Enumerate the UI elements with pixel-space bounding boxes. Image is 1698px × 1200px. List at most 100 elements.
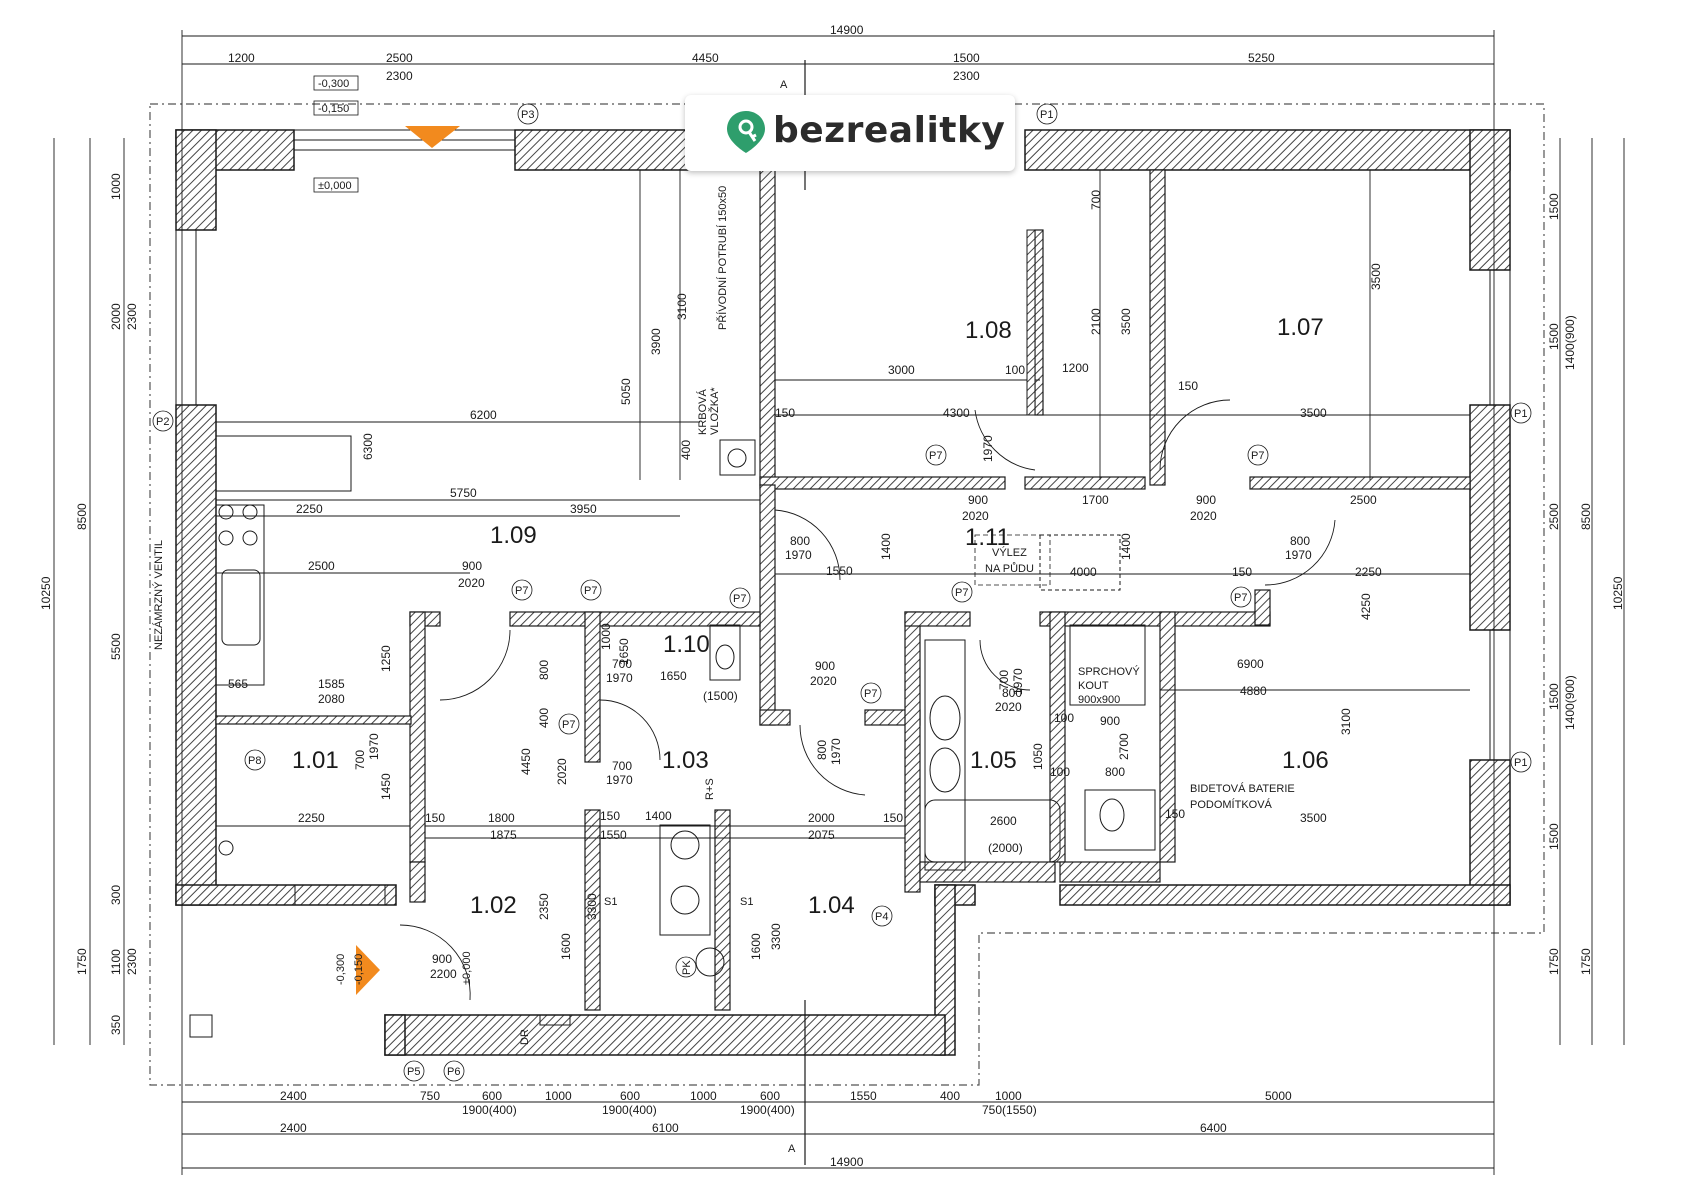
tag-s1b: S1 (740, 896, 753, 908)
tag-p7a: P7 (515, 585, 528, 597)
tag-p7c: P7 (733, 593, 746, 605)
room-1-06: 1.06 (1282, 747, 1329, 774)
dim-100a: 100 (1005, 363, 1025, 377)
dim-800c: 800 (537, 660, 551, 680)
dim-1200: 1200 (1062, 361, 1089, 375)
dim-4250: 4250 (1359, 593, 1373, 620)
windows (175, 129, 1511, 906)
level-top-3: ±0,000 (318, 180, 352, 192)
dimension-labels: 14900 1200 2500 2300 4450 1500 2300 5250… (39, 23, 1625, 1169)
dimension-lines (53, 30, 1625, 1175)
dim-1550: 1550 (826, 564, 853, 578)
label-dr: DR (519, 1029, 531, 1045)
dim-2350: 2350 (537, 893, 551, 920)
brand-name: bezrealitky (773, 110, 1006, 151)
dim-1800: 1800 (488, 811, 515, 825)
dim-700b: 700 (353, 750, 367, 770)
dim-565: 565 (228, 677, 248, 691)
tag-p8: P8 (248, 755, 261, 767)
room-1-04: 1.04 (808, 892, 855, 919)
label-bidet-1: BIDETOVÁ BATERIE (1190, 782, 1295, 795)
room-1-03: 1.03 (662, 747, 709, 774)
dim-right-1500a: 1500 (1547, 193, 1561, 220)
room-1-10: 1.10 (663, 631, 710, 658)
room-1-07: 1.07 (1277, 314, 1324, 341)
dim-right-1500c: 1500 (1547, 683, 1561, 710)
tag-p7i: P7 (562, 719, 575, 731)
level-top-1: -0,300 (318, 78, 349, 90)
tag-p6: P6 (447, 1066, 460, 1078)
dim-left-1100: 1100 (109, 949, 123, 975)
dim-1970h: 1970 (1011, 668, 1025, 695)
dim-2020f: 2020 (995, 700, 1022, 714)
dim-150g: 150 (883, 811, 903, 825)
dim-top-2300a: 2300 (386, 69, 413, 83)
dim-2500: 2500 (308, 559, 335, 573)
dim-3500b: 3500 (1369, 263, 1383, 290)
dim-150b: 150 (1178, 379, 1198, 393)
label-shower-3: 900x900 (1078, 694, 1120, 706)
dim-800d: 800 (815, 740, 829, 760)
dim-2020e: 2020 (810, 674, 837, 688)
dim-6900: 6900 (1237, 657, 1264, 671)
level-labels: -0,300 -0,150 ±0,000 -0,300 -0,150 ±0,00… (313, 75, 473, 985)
position-tag-labels: P1 P1 P1 P2 P3 P4 P5 P6 P8 P7 P7 P7 P7 P… (156, 109, 1527, 1078)
dim-1970a: 1970 (981, 435, 995, 462)
dim-top-1200: 1200 (228, 51, 255, 65)
tag-p7g: P7 (1234, 592, 1247, 604)
dim-1970c: 1970 (1285, 548, 1312, 562)
level-top-2: -0,150 (318, 103, 349, 115)
map-pin-key-icon (727, 111, 765, 153)
dim-1875: 1875 (490, 828, 517, 842)
dim-900b: 900 (968, 493, 988, 507)
dim-5750: 5750 (450, 486, 477, 500)
dim-3950: 3950 (570, 502, 597, 516)
dim-2020b: 2020 (962, 509, 989, 523)
dim-bot-1000b: 1000 (690, 1089, 717, 1103)
dim-1500-paren: (1500) (703, 689, 738, 703)
dim-2200: 2200 (430, 967, 457, 981)
dim-right-10250: 10250 (1611, 576, 1625, 610)
dim-900a: 900 (462, 559, 482, 573)
dim-700a: 700 (1089, 190, 1103, 210)
room-1-05: 1.05 (970, 747, 1017, 774)
dim-3500d: 3500 (1300, 811, 1327, 825)
dim-2020c: 2020 (1190, 509, 1217, 523)
tag-p1a: P1 (1514, 408, 1527, 420)
dim-1550b: 1550 (600, 828, 627, 842)
dim-bot-5000: 5000 (1265, 1089, 1292, 1103)
dim-2250b: 2250 (1355, 565, 1382, 579)
dim-bot-1900b: 1900(400) (602, 1103, 657, 1117)
label-attic-2: NA PŮDU (985, 562, 1034, 575)
dim-150f: 150 (600, 809, 620, 823)
tag-p5: P5 (407, 1066, 420, 1078)
tag-p1b: P1 (1514, 757, 1527, 769)
dim-1970e: 1970 (606, 773, 633, 787)
section-label-bottom: A (788, 1143, 796, 1155)
dim-left-2000: 2000 (109, 303, 123, 330)
dim-1650b: 1650 (617, 638, 631, 665)
dim-bot-1000c: 1000 (995, 1089, 1022, 1103)
level-marker-top (405, 126, 460, 148)
room-1-11: 1.11 (965, 524, 1010, 551)
dim-right-1500d: 1500 (1547, 823, 1561, 850)
label-vent: NEZÁMRZNÝ VENTIL (152, 540, 165, 650)
dim-4300: 4300 (943, 406, 970, 420)
dim-150e: 150 (425, 811, 445, 825)
tag-s1a: S1 (604, 896, 617, 908)
logo-card: bezrealitky (685, 95, 1015, 171)
dim-left-300: 300 (109, 885, 123, 905)
dim-2000-paren: (2000) (988, 841, 1023, 855)
dim-800b: 800 (1290, 534, 1310, 548)
dim-900c: 900 (1196, 493, 1216, 507)
dim-3100a: 3100 (675, 293, 689, 320)
dim-400: 400 (537, 708, 551, 728)
dim-3900: 3900 (649, 328, 663, 355)
dim-3000: 3000 (888, 363, 915, 377)
tag-p7b: P7 (584, 585, 597, 597)
dim-2080: 2080 (318, 692, 345, 706)
level-left-1: -0,300 (335, 954, 347, 985)
dim-2000: 2000 (808, 811, 835, 825)
dim-2500b: 2500 (1350, 493, 1377, 507)
dim-4450: 4450 (519, 748, 533, 775)
